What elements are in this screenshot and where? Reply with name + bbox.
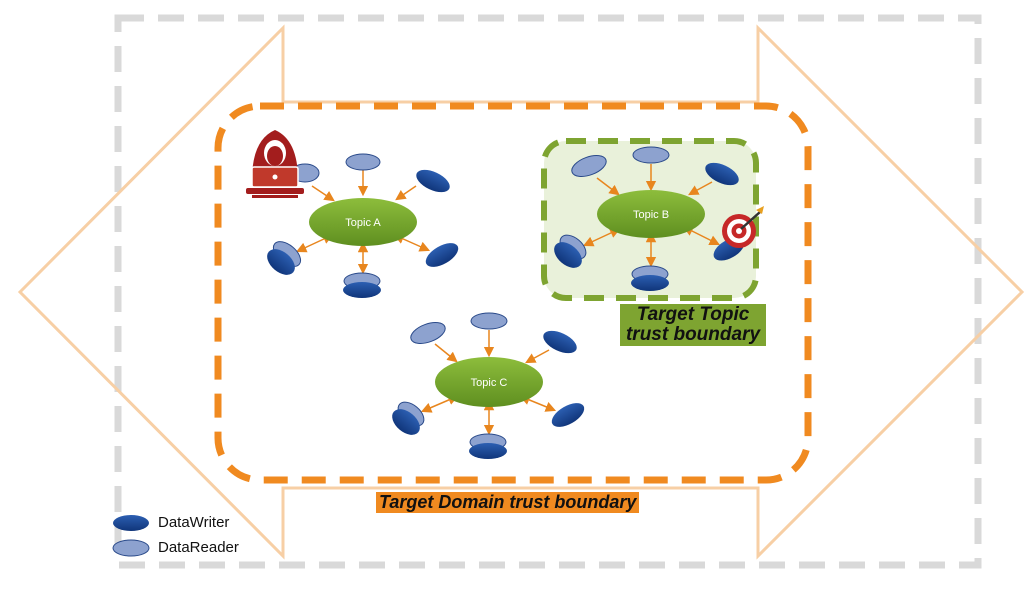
legend-datareader-label: DataReader — [158, 539, 239, 556]
datawriter — [343, 282, 381, 298]
connector-arrow — [434, 343, 458, 363]
hooded-hacker-icon — [246, 130, 304, 198]
datawriter — [554, 242, 582, 268]
topic-boundary-label: Target Topic trust boundary — [620, 304, 766, 346]
topic-c-group: Topic C — [392, 312, 585, 459]
connector-arrow — [688, 181, 713, 196]
domain-boundary — [214, 102, 812, 484]
connector-arrow — [395, 185, 417, 201]
connector-arrow — [295, 234, 334, 253]
legend-datareader-swatch — [112, 539, 150, 557]
datawriter — [416, 169, 450, 193]
topic-c-label: Topic C — [471, 377, 508, 389]
connector-arrow — [682, 226, 721, 246]
connector-arrow — [519, 394, 557, 412]
datareader — [571, 155, 607, 177]
datareader — [470, 312, 508, 330]
datawriter — [469, 443, 507, 459]
datawriter — [392, 409, 420, 435]
topic-a-label: Topic A — [345, 217, 381, 229]
connector-arrow — [393, 234, 431, 252]
datawriter — [631, 275, 669, 291]
datawriter — [267, 249, 295, 275]
datawriter — [425, 243, 459, 267]
connector-arrow — [311, 185, 335, 202]
connector-arrow — [420, 395, 459, 413]
bullseye-target-icon — [722, 206, 764, 248]
outer-boundary — [114, 14, 982, 569]
datawriter — [705, 162, 739, 186]
domain-boundary-label: Target Domain trust boundary — [376, 492, 640, 513]
legend-datawriter-swatch — [113, 515, 149, 531]
datareader — [632, 146, 670, 164]
topic-boundary-label-line2: trust boundary — [625, 323, 761, 345]
connector-arrow — [582, 228, 621, 247]
datareader — [410, 322, 446, 344]
double-arrow-shape — [17, 24, 1025, 560]
topic-b-node — [597, 190, 705, 238]
topic-a-node — [309, 198, 417, 246]
datawriter — [551, 403, 585, 427]
topic-b-label: Topic B — [633, 209, 669, 221]
datawriter — [543, 330, 577, 354]
legend-datawriter-label: DataWriter — [158, 514, 230, 531]
topic-boundary-label-line1: Target Topic — [636, 304, 750, 325]
datareader — [345, 153, 381, 171]
topic-c-node — [435, 357, 543, 407]
topic-b-group: Topic B — [554, 146, 745, 291]
connector-arrow — [596, 177, 620, 196]
topic-a-group: Topic A — [267, 153, 459, 298]
connector-arrow — [525, 349, 550, 364]
